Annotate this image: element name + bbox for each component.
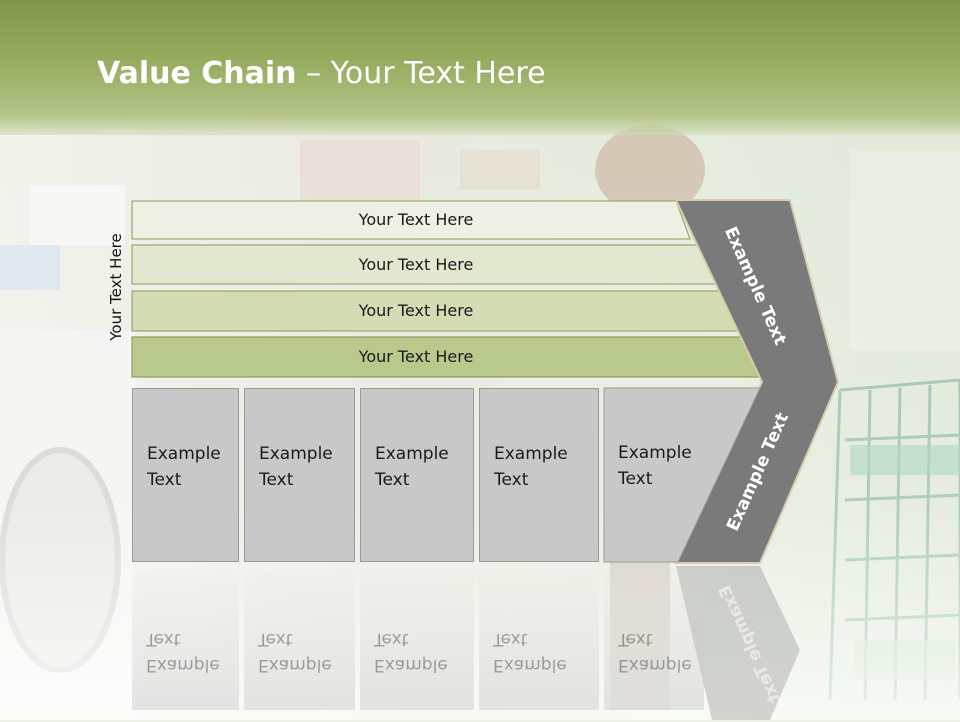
box-1-line1: Example [147,444,221,464]
refl-4-line1: Example [493,655,567,675]
box-2-line2: Text [259,470,294,490]
box-4-line2: Text [494,470,529,490]
refl-1-line1: Example [146,655,220,675]
refl-3-line1: Example [374,655,448,675]
refl-2-line1: Example [258,655,332,675]
row-label-1: Your Text Here [358,210,474,229]
box-3-line1: Example [375,444,449,464]
box-reflection-1: Example Text [132,570,239,710]
refl-3-line2: Text [374,629,409,649]
row-label-3: Your Text Here [358,301,474,320]
row-label-2: Your Text Here [358,255,474,274]
refl-5-line2: Text [618,629,653,649]
row-shape-1 [131,200,691,240]
box-reflection-5: Example Text [604,570,704,710]
box-4-line1: Example [494,444,568,464]
refl-2-line2: Text [258,629,293,649]
box-reflection-3: Example Text [360,570,474,710]
page-title: Value Chain – Your Text Here [97,52,546,96]
title-rest: – Your Text Here [296,56,546,91]
chevron-arrow [674,199,840,564]
box-5-line1: Example [618,443,692,463]
box-1-line2: Text [147,470,182,490]
row-label-4: Your Text Here [358,347,474,366]
chevron-reflection [676,566,800,720]
box-2-line1: Example [259,444,333,464]
box-5-line2: Text [618,469,653,489]
box-shape-5 [603,387,761,563]
box-reflection-4: Example Text [479,570,599,710]
refl-4-line2: Text [493,629,528,649]
title-band [0,0,960,135]
refl-1-line2: Text [146,629,181,649]
refl-5-line1: Example [618,655,692,675]
title-bold: Value Chain [97,56,297,91]
box-reflection-2: Example Text [244,570,355,710]
box-3-line2: Text [375,470,410,490]
